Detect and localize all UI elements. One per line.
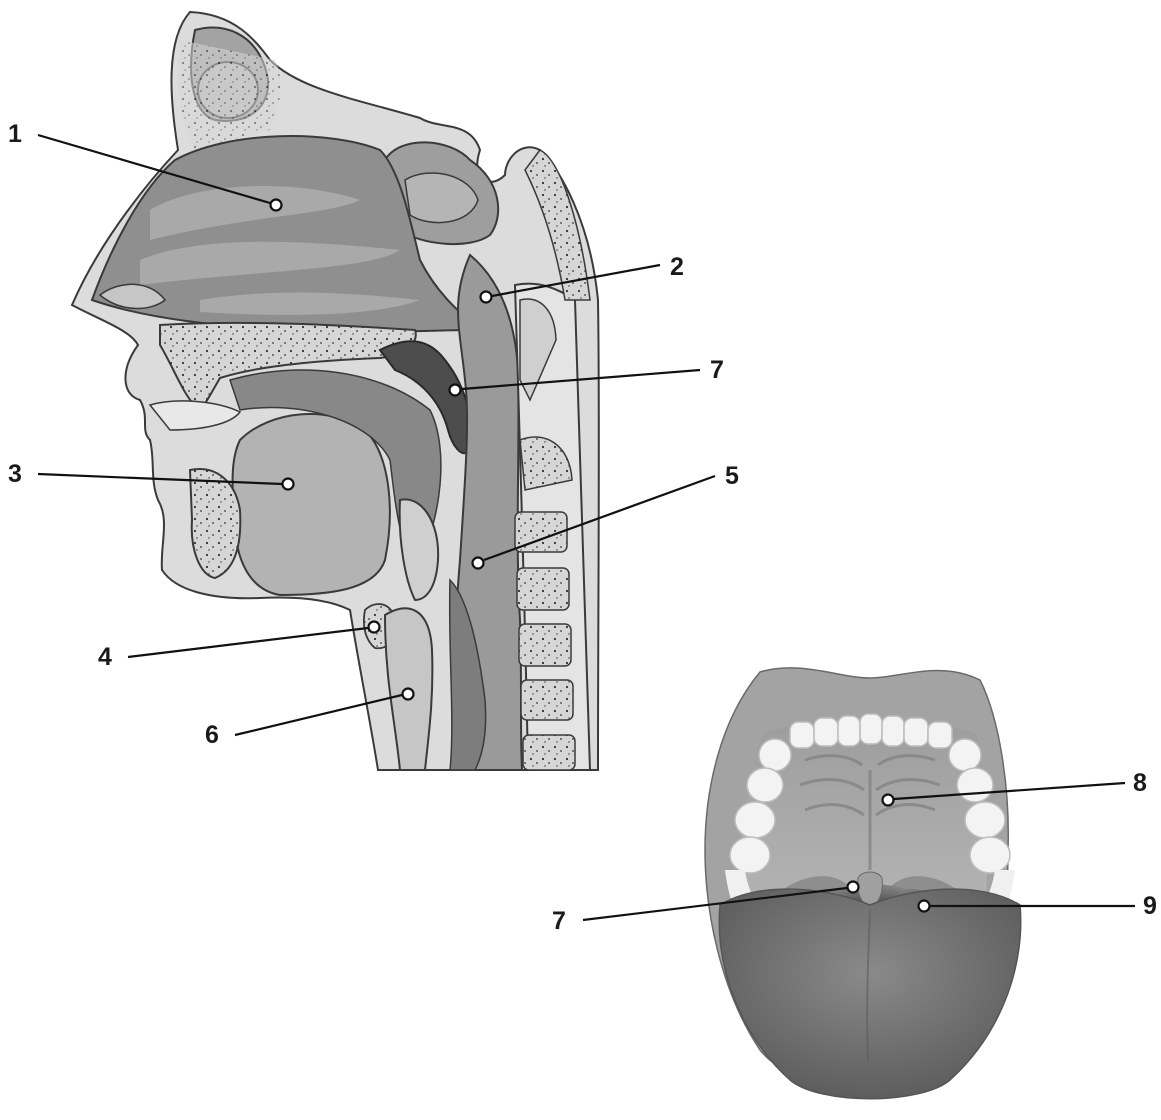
callout-label: 4 bbox=[98, 643, 112, 671]
callout-4: 4 bbox=[98, 622, 380, 672]
callout-label: 5 bbox=[725, 462, 739, 490]
callout-label: 1 bbox=[8, 120, 22, 148]
callout-label: 7 bbox=[710, 356, 724, 384]
callout-label: 2 bbox=[670, 253, 684, 281]
callout-label: 3 bbox=[8, 460, 22, 488]
head-sagittal-section-icon bbox=[72, 12, 599, 770]
callout-label: 8 bbox=[1133, 769, 1147, 797]
callout-label: 6 bbox=[205, 721, 219, 749]
tongue-sagittal bbox=[233, 414, 390, 595]
callout-label: 7 bbox=[552, 907, 566, 935]
open-mouth-icon bbox=[705, 668, 1021, 1099]
callout-label: 9 bbox=[1143, 892, 1157, 920]
